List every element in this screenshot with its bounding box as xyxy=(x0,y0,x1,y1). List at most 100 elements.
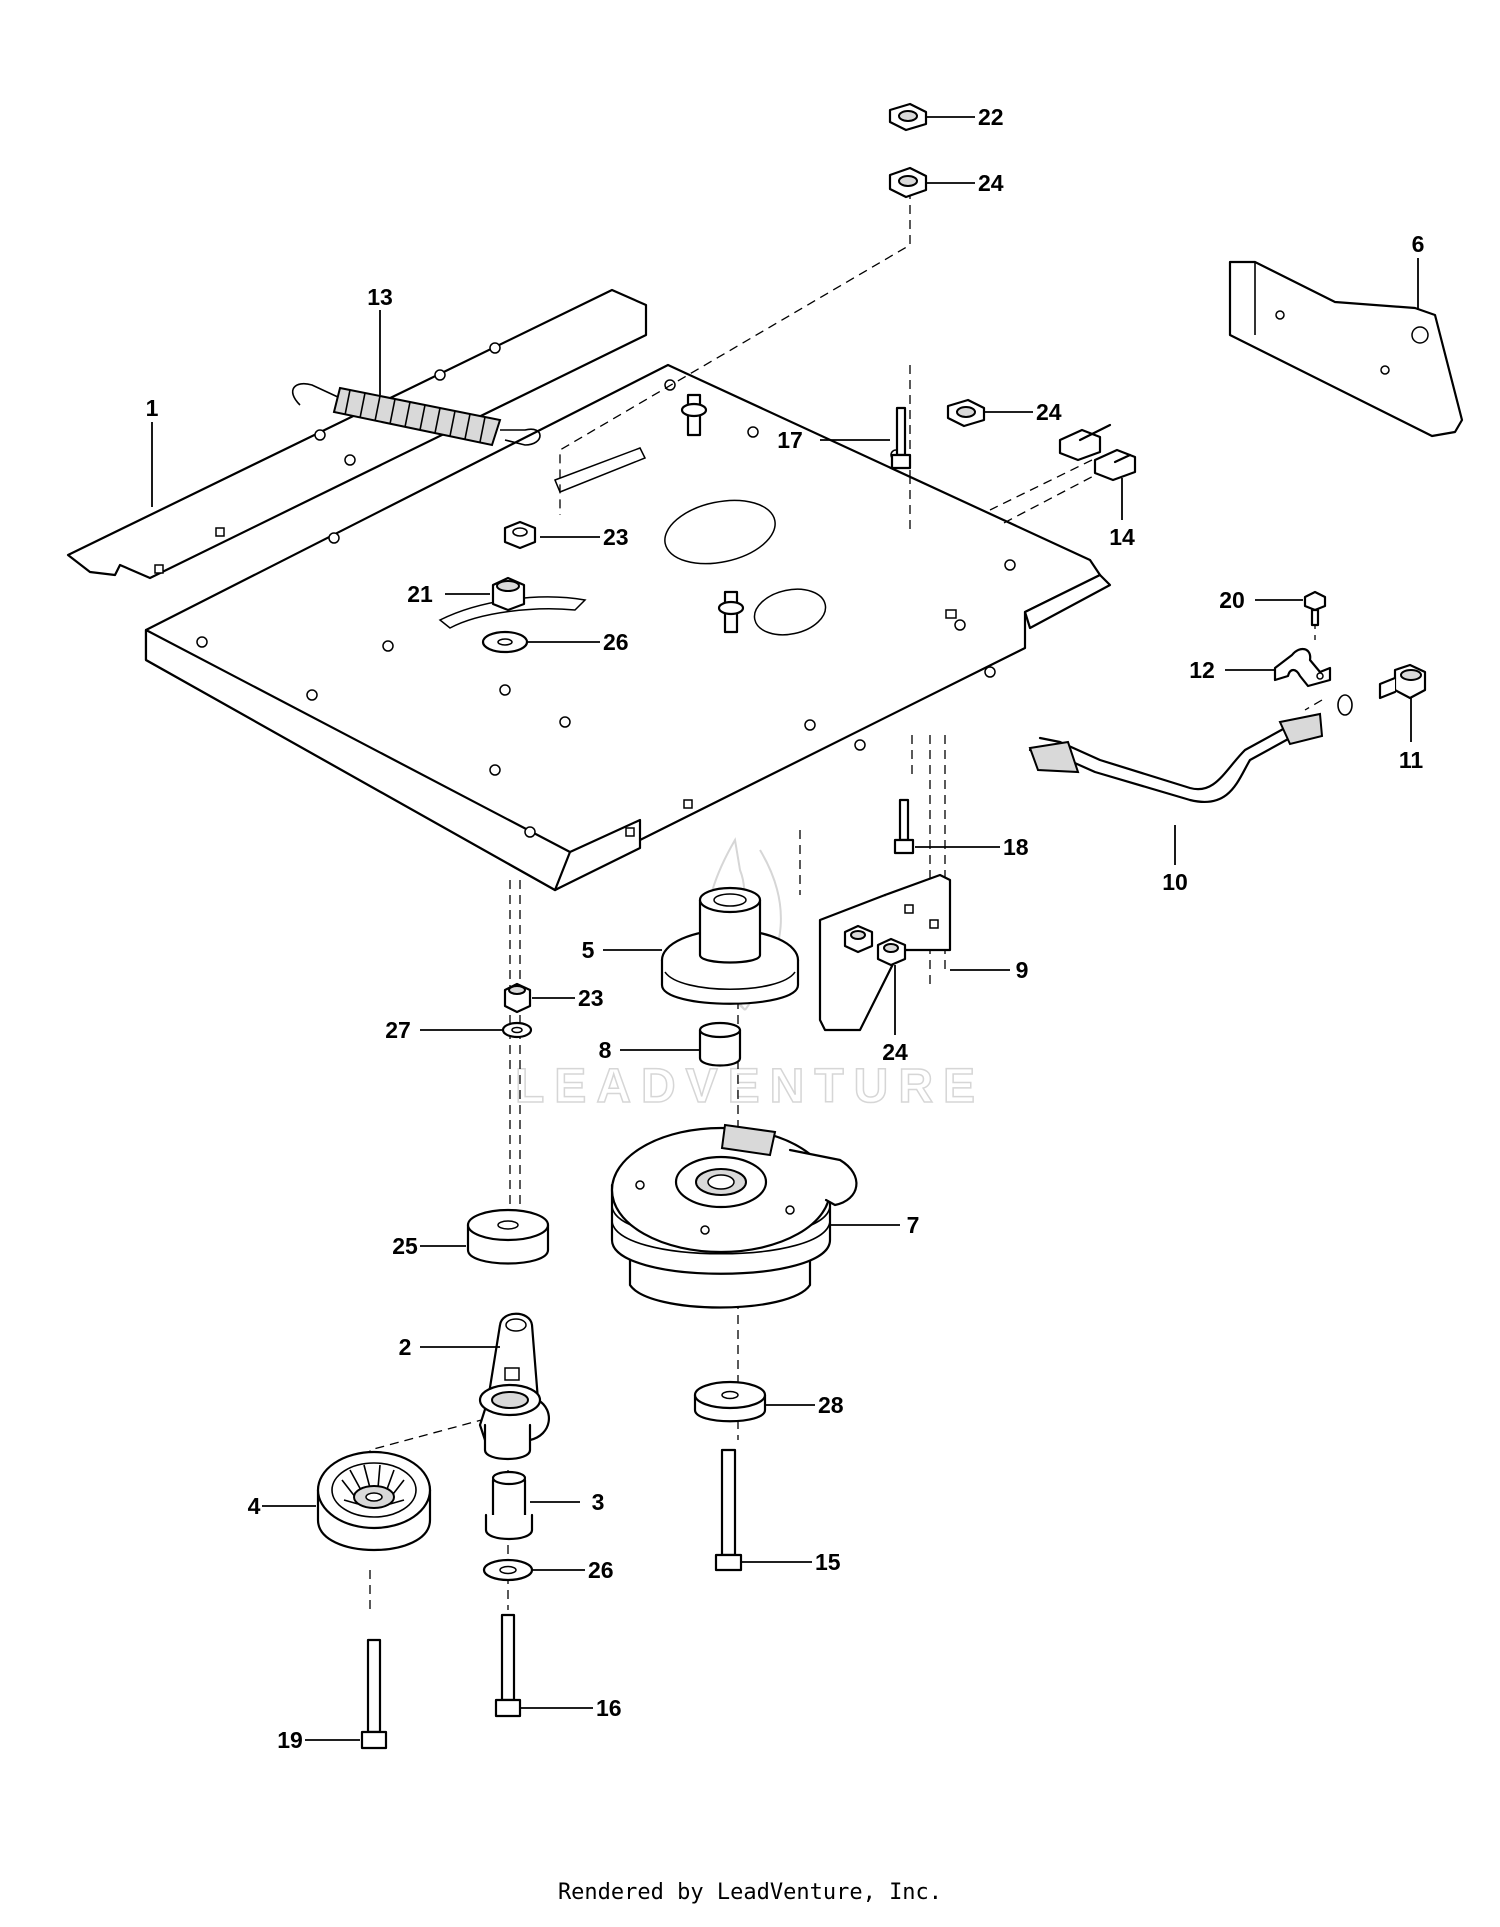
callout-21: 21 xyxy=(407,581,490,607)
clutch-7 xyxy=(610,1123,858,1309)
callout-22: 22 xyxy=(926,104,1004,130)
callout-10: 10 xyxy=(1162,825,1188,895)
screw-20 xyxy=(1303,590,1327,627)
callout-16: 16 xyxy=(521,1695,622,1721)
bolt-18 xyxy=(893,798,915,855)
callout-label-10: 10 xyxy=(1162,869,1188,895)
slot xyxy=(554,447,647,493)
callout-13: 13 xyxy=(367,284,393,395)
callout-label-11: 11 xyxy=(1399,747,1424,773)
callout-label-19: 19 xyxy=(277,1727,303,1753)
bolt-17 xyxy=(890,406,912,470)
callout-label-9: 9 xyxy=(1016,957,1029,983)
callout-7: 7 xyxy=(830,1212,919,1238)
footer-credit: Rendered by LeadVenture, Inc. xyxy=(557,1880,943,1905)
callout-label-16: 16 xyxy=(596,1695,622,1721)
callout-label-23b: 23 xyxy=(578,985,604,1011)
callout-17: 17 xyxy=(777,427,890,453)
center-hole xyxy=(664,499,776,565)
callout-label-26b: 26 xyxy=(588,1557,614,1583)
callout-20: 20 xyxy=(1219,587,1303,613)
callout-label-1: 1 xyxy=(146,395,159,421)
clamp-12 xyxy=(1273,647,1332,688)
callout-2: 2 xyxy=(399,1334,500,1360)
callout-label-25: 25 xyxy=(392,1233,418,1259)
callout-label-15: 15 xyxy=(815,1549,841,1575)
callout-label-17: 17 xyxy=(777,427,803,453)
mounting-plate xyxy=(66,288,1112,892)
callout-26-top: 26 xyxy=(528,629,629,655)
flange-nut-24-mid xyxy=(946,398,986,428)
callout-label-24b: 24 xyxy=(1036,399,1062,425)
hose-10 xyxy=(1028,712,1324,803)
watermark-text: LEADVENTURE xyxy=(515,1060,985,1113)
callout-23-top: 23 xyxy=(540,524,629,550)
callout-label-22: 22 xyxy=(978,104,1004,130)
callout-18: 18 xyxy=(915,834,1029,860)
spacer-8 xyxy=(698,1021,742,1067)
callout-label-23a: 23 xyxy=(603,524,629,550)
callout-24-top: 24 xyxy=(926,170,1004,196)
callout-label-28: 28 xyxy=(818,1392,844,1418)
callout-label-5: 5 xyxy=(582,937,595,963)
callout-9: 9 xyxy=(950,957,1028,983)
callout-label-21: 21 xyxy=(407,581,433,607)
arc-slot xyxy=(438,596,587,629)
callout-19: 19 xyxy=(277,1727,360,1753)
lower-cutout xyxy=(753,588,827,636)
leadventure-watermark: LEADVENTURE xyxy=(514,837,985,1114)
callout-4: 4 xyxy=(248,1493,316,1519)
callout-label-4: 4 xyxy=(248,1493,261,1519)
callout-24-bracket: 24 xyxy=(882,965,908,1065)
idler-pulley-4 xyxy=(316,1450,432,1552)
callout-label-2: 2 xyxy=(399,1334,412,1360)
lock-nut-21 xyxy=(491,576,526,612)
washer-26-lower xyxy=(482,1558,534,1582)
l-bracket-9 xyxy=(818,873,952,1032)
callout-15: 15 xyxy=(742,1549,841,1575)
flange-nut-24-top xyxy=(888,166,928,199)
callout-label-12: 12 xyxy=(1189,657,1215,683)
carriage-bolt-14-a xyxy=(1058,423,1112,462)
callout-label-7: 7 xyxy=(907,1212,920,1238)
callout-3: 3 xyxy=(530,1489,604,1515)
nut-23-top xyxy=(503,520,537,550)
carriage-bolt-14-b xyxy=(1093,448,1137,482)
callout-8: 8 xyxy=(599,1037,700,1063)
washer-28 xyxy=(693,1380,767,1423)
callout-26-lower: 26 xyxy=(533,1557,614,1583)
callout-label-27: 27 xyxy=(385,1017,411,1043)
washer-27 xyxy=(501,1021,533,1039)
callout-label-24c: 24 xyxy=(882,1039,908,1065)
callout-label-13: 13 xyxy=(367,284,393,310)
bolt-19 xyxy=(360,1638,388,1750)
nut-23-lower xyxy=(503,982,532,1014)
callout-27: 27 xyxy=(385,1017,502,1043)
callout-14: 14 xyxy=(1109,478,1135,550)
flange-nut-24-bracket-a xyxy=(843,924,874,954)
bracket-6 xyxy=(1228,260,1464,438)
fitting-11 xyxy=(1337,663,1427,716)
callout-6: 6 xyxy=(1412,231,1425,310)
callout-label-6: 6 xyxy=(1412,231,1425,257)
callout-11: 11 xyxy=(1399,698,1424,773)
callout-label-26a: 26 xyxy=(603,629,629,655)
callout-25: 25 xyxy=(392,1233,466,1259)
callout-1: 1 xyxy=(146,395,159,507)
callout-label-24a: 24 xyxy=(978,170,1004,196)
flange-nut-22 xyxy=(888,102,928,132)
bolt-16 xyxy=(494,1613,522,1718)
callout-28: 28 xyxy=(765,1392,844,1418)
washer-26-top xyxy=(481,630,529,654)
callout-12: 12 xyxy=(1189,657,1275,683)
callout-24-mid: 24 xyxy=(985,399,1062,425)
callout-label-8: 8 xyxy=(599,1037,612,1063)
callout-23-lower: 23 xyxy=(532,985,604,1011)
washer-25 xyxy=(466,1208,550,1265)
idler-arm-2 xyxy=(478,1312,550,1460)
flange-nut-24-bracket-b xyxy=(876,937,907,967)
callout-label-3: 3 xyxy=(592,1489,605,1515)
bushing-3 xyxy=(484,1470,534,1540)
bolt-15 xyxy=(714,1448,743,1572)
